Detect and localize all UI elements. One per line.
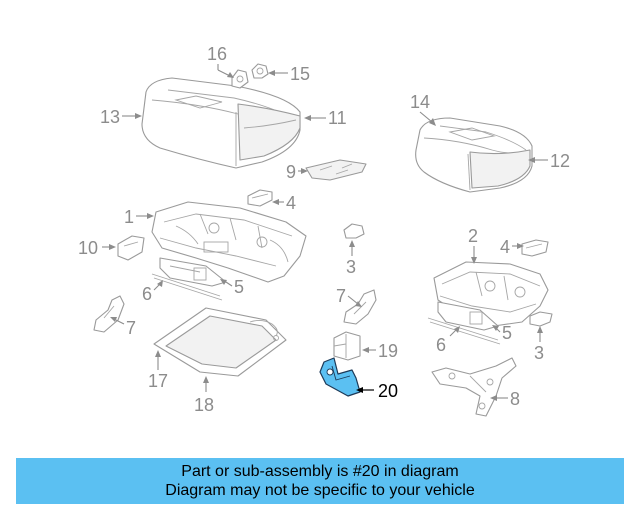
part-1-seat-frame [151, 201, 307, 283]
label-13: 13 [100, 107, 120, 127]
label-18: 18 [194, 395, 214, 415]
part-8-bracket-assembly [431, 357, 517, 417]
part-19-bracket [333, 331, 361, 361]
label-2: 2 [468, 226, 478, 246]
part-15-clip [251, 63, 269, 79]
part-16-clip [231, 69, 249, 89]
info-banner: Part or sub-assembly is #20 in diagram D… [16, 458, 624, 504]
label-14: 14 [410, 92, 430, 112]
part-7-bracket-left [93, 295, 125, 333]
part-5-guide-left [159, 257, 227, 287]
banner-line-part-info: Part or sub-assembly is #20 in diagram [181, 463, 459, 480]
part-6-rod-left [151, 273, 223, 301]
label-19: 19 [378, 341, 398, 361]
part-18-wire-harness [249, 319, 279, 341]
label-9: 9 [286, 162, 296, 182]
label-20-highlighted[interactable]: 20 [378, 381, 398, 401]
label-11: 11 [328, 108, 347, 128]
part-20-bracket-highlighted[interactable] [319, 357, 361, 397]
part-4-cap-left [247, 189, 273, 207]
label-17: 17 [148, 371, 168, 391]
part-5-guide-right [437, 301, 499, 331]
part-4-cap-right [521, 239, 549, 257]
part-12-seat-cushion-pad [469, 149, 531, 189]
label-15: 15 [290, 64, 310, 84]
label-5-left: 5 [234, 277, 244, 297]
label-3-right: 3 [534, 343, 544, 363]
part-11-seat-cushion-pad [237, 103, 301, 161]
label-5-right: 5 [502, 323, 512, 343]
part-9-plate [305, 159, 367, 181]
label-7-left: 7 [126, 318, 136, 338]
label-3-center: 3 [346, 257, 356, 277]
label-7-center: 7 [336, 286, 346, 306]
label-8: 8 [510, 389, 520, 409]
label-6-right: 6 [436, 335, 446, 355]
part-17-base-panel [153, 307, 287, 377]
label-6-left: 6 [142, 284, 152, 304]
part-6-rod-right [427, 317, 501, 345]
label-1: 1 [124, 207, 134, 227]
label-12: 12 [550, 151, 570, 171]
part-3-cap-right [529, 311, 553, 327]
part-labels: 13 11 16 15 9 14 12 4 1 10 5 6 7 17 18 3… [78, 44, 570, 415]
part-3-cap-center [343, 223, 365, 239]
label-10: 10 [78, 238, 98, 258]
label-4-right: 4 [500, 237, 510, 257]
leader-lines [102, 64, 548, 401]
banner-line-disclaimer: Diagram may not be specific to your vehi… [165, 482, 475, 499]
label-16: 16 [207, 44, 227, 64]
part-7-bracket-center [343, 289, 377, 325]
label-4-left: 4 [286, 193, 296, 213]
part-10-bracket [117, 235, 145, 261]
